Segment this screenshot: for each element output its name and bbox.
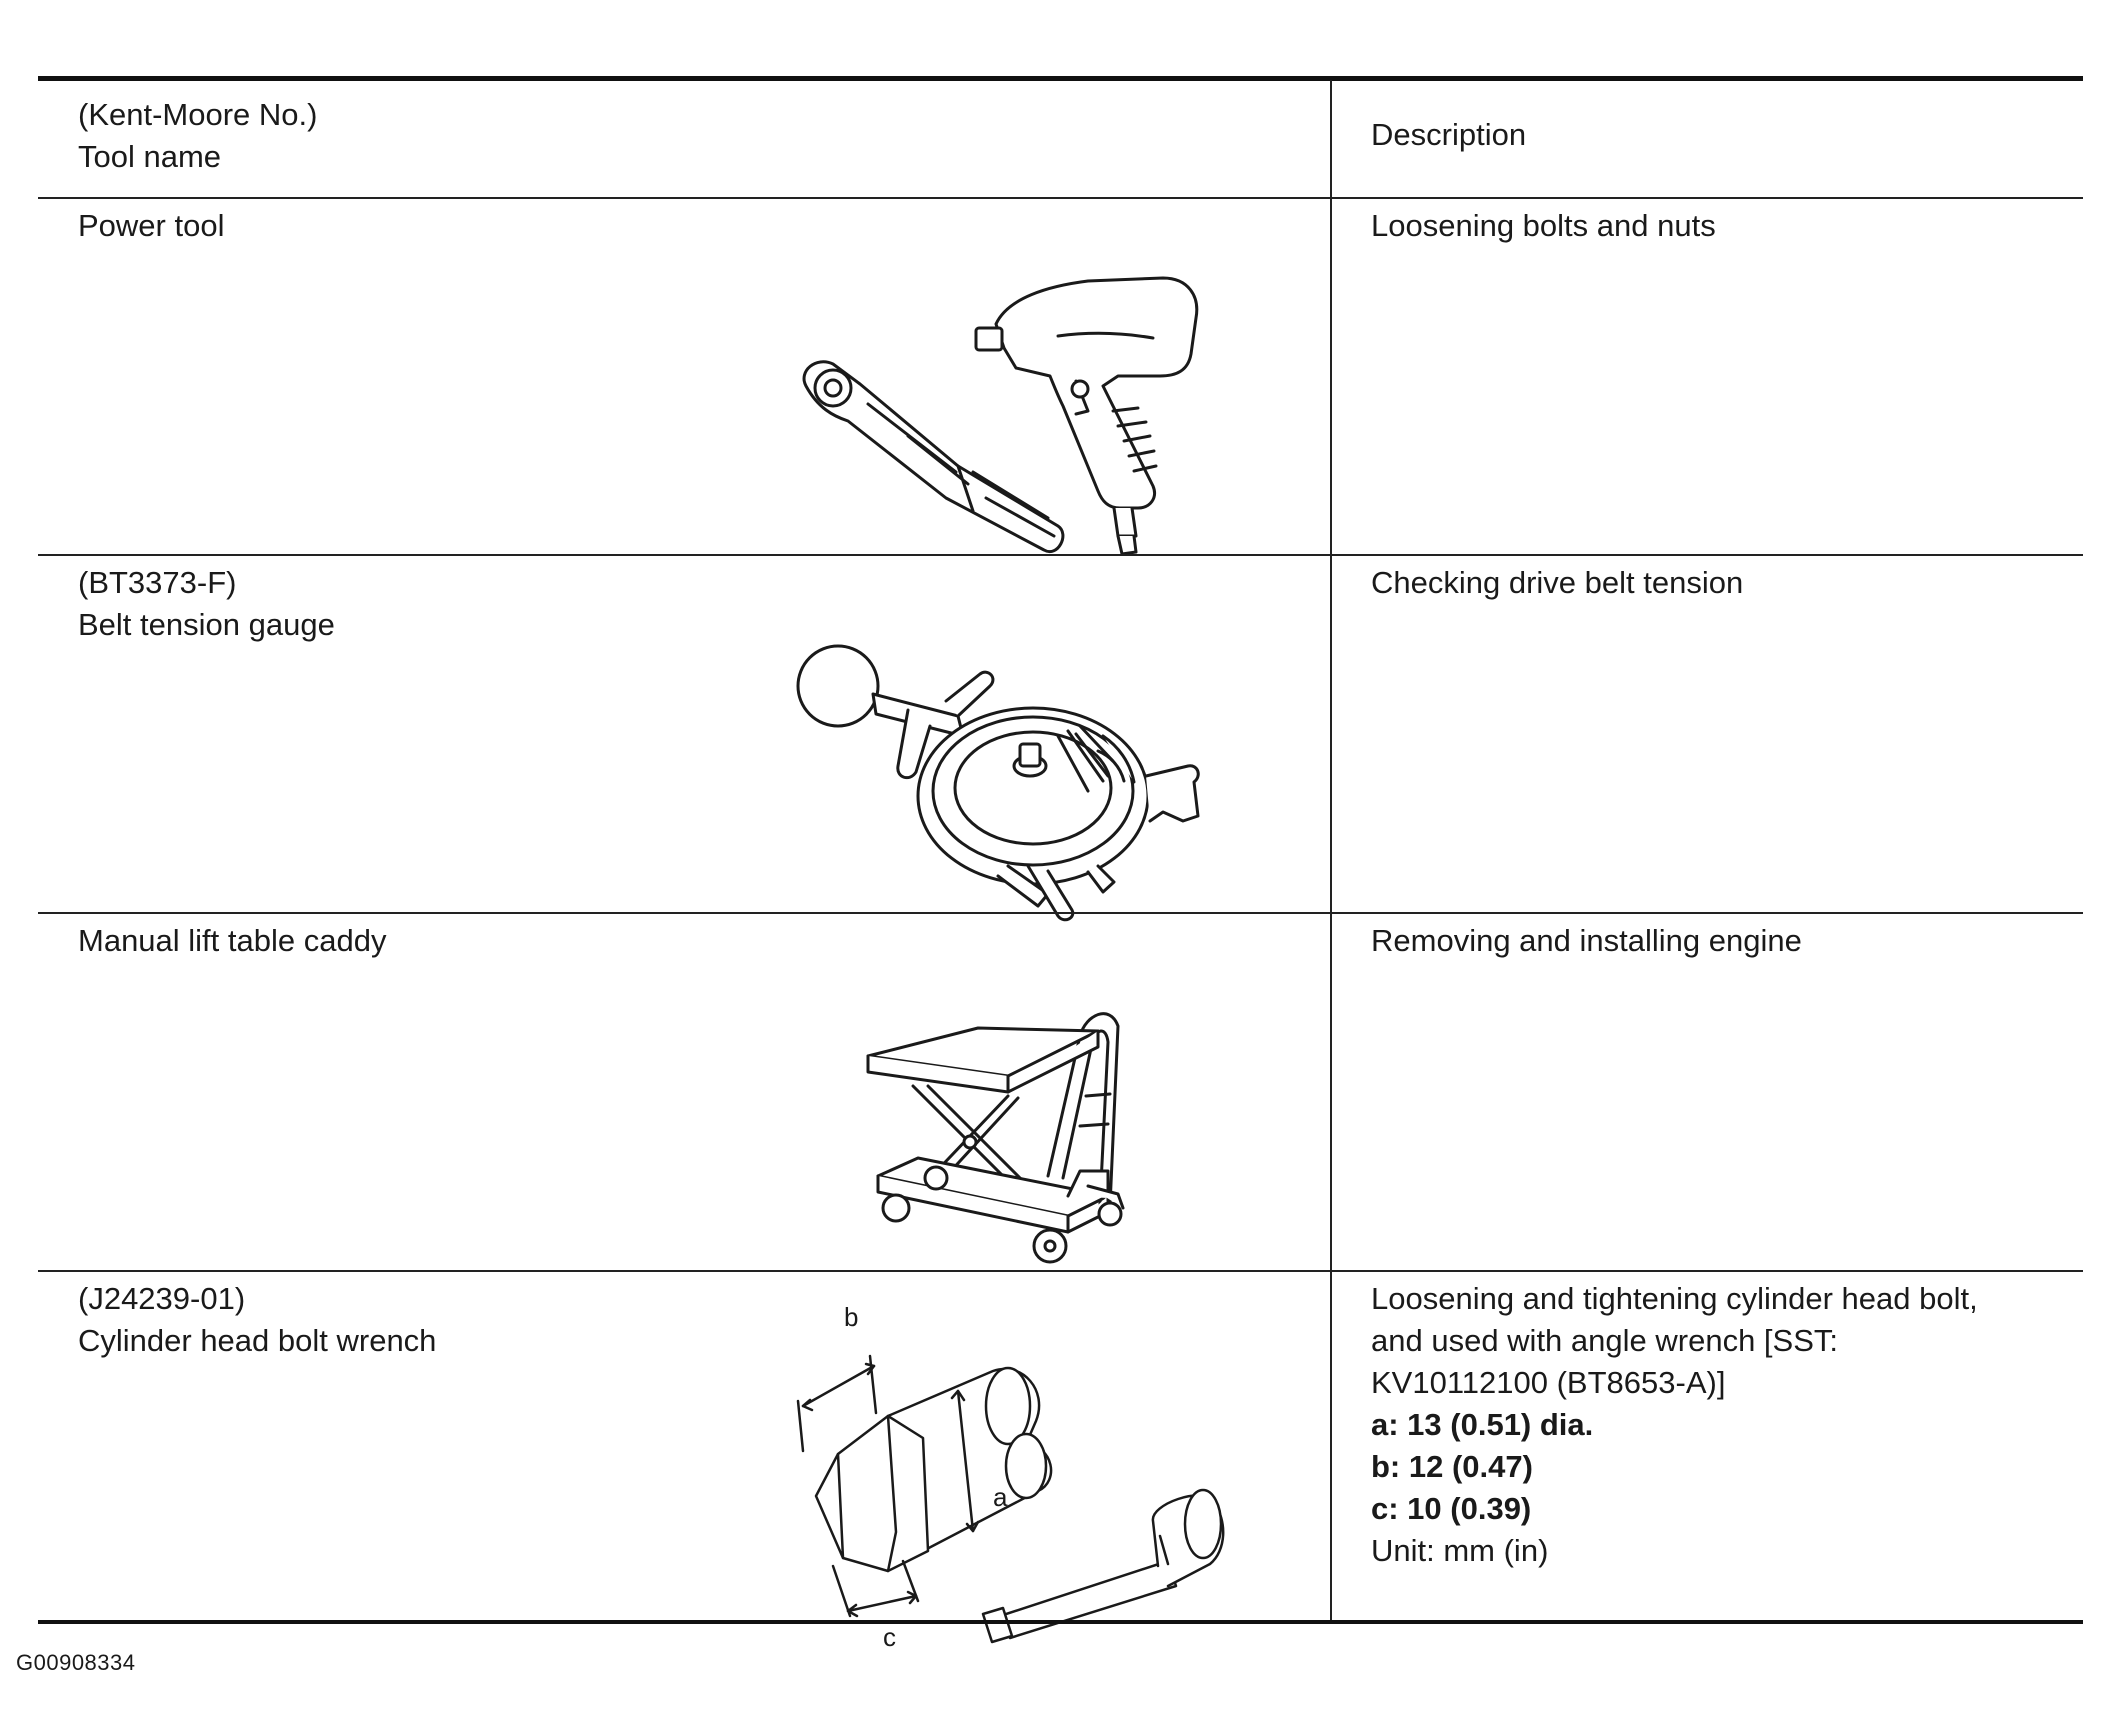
tool-name: Manual lift table caddy	[78, 923, 387, 958]
air-ratchet-and-impact-wrench-icon	[802, 276, 1199, 556]
tool-number: (BT3373-F)	[78, 565, 237, 600]
figure-id: G00908334	[16, 1650, 136, 1675]
dimension-label-a: a	[993, 1482, 1008, 1512]
tool-number: (J24239-01)	[78, 1281, 246, 1316]
spec-b: b: 12 (0.47)	[1371, 1449, 1533, 1484]
hex-bolt-socket-icon: b a c	[796, 1302, 1225, 1652]
table-top-rule	[38, 76, 2083, 81]
header-kent-moore-no: (Kent-Moore No.)	[78, 97, 318, 132]
tool-description: Loosening bolts and nuts	[1371, 208, 1716, 243]
table-bottom-rule	[38, 1620, 2083, 1624]
tool-description-line: Loosening and tightening cylinder head b…	[1371, 1281, 1978, 1316]
dimension-label-c: c	[883, 1622, 896, 1652]
header-description: Description	[1371, 117, 1527, 152]
unit-label: Unit: mm (in)	[1371, 1533, 1549, 1568]
header-tool-name: Tool name	[78, 139, 222, 174]
tool-name: Power tool	[78, 208, 225, 243]
spec-c: c: 10 (0.39)	[1371, 1491, 1532, 1526]
belt-tension-gauge-icon	[796, 644, 1200, 922]
spec-a: a: 13 (0.51) dia.	[1371, 1407, 1594, 1442]
tool-name: Cylinder head bolt wrench	[78, 1323, 437, 1358]
row-divider	[38, 912, 2083, 914]
tool-description-line: and used with angle wrench [SST:	[1371, 1323, 1838, 1358]
tool-description-line: KV10112100 (BT8653-A)]	[1371, 1365, 1726, 1400]
tool-description: Removing and installing engine	[1371, 923, 1802, 958]
tool-table: (Kent-Moore No.) Tool name Description P…	[38, 76, 2083, 1652]
dimension-label-b: b	[844, 1302, 858, 1332]
row-divider	[38, 554, 2083, 556]
lift-table-caddy-icon	[866, 1012, 1125, 1264]
tool-description: Checking drive belt tension	[1371, 565, 1744, 600]
column-divider	[1330, 80, 1332, 1621]
row-divider	[38, 197, 2083, 199]
row-divider	[38, 1270, 2083, 1272]
tool-name: Belt tension gauge	[78, 607, 335, 642]
